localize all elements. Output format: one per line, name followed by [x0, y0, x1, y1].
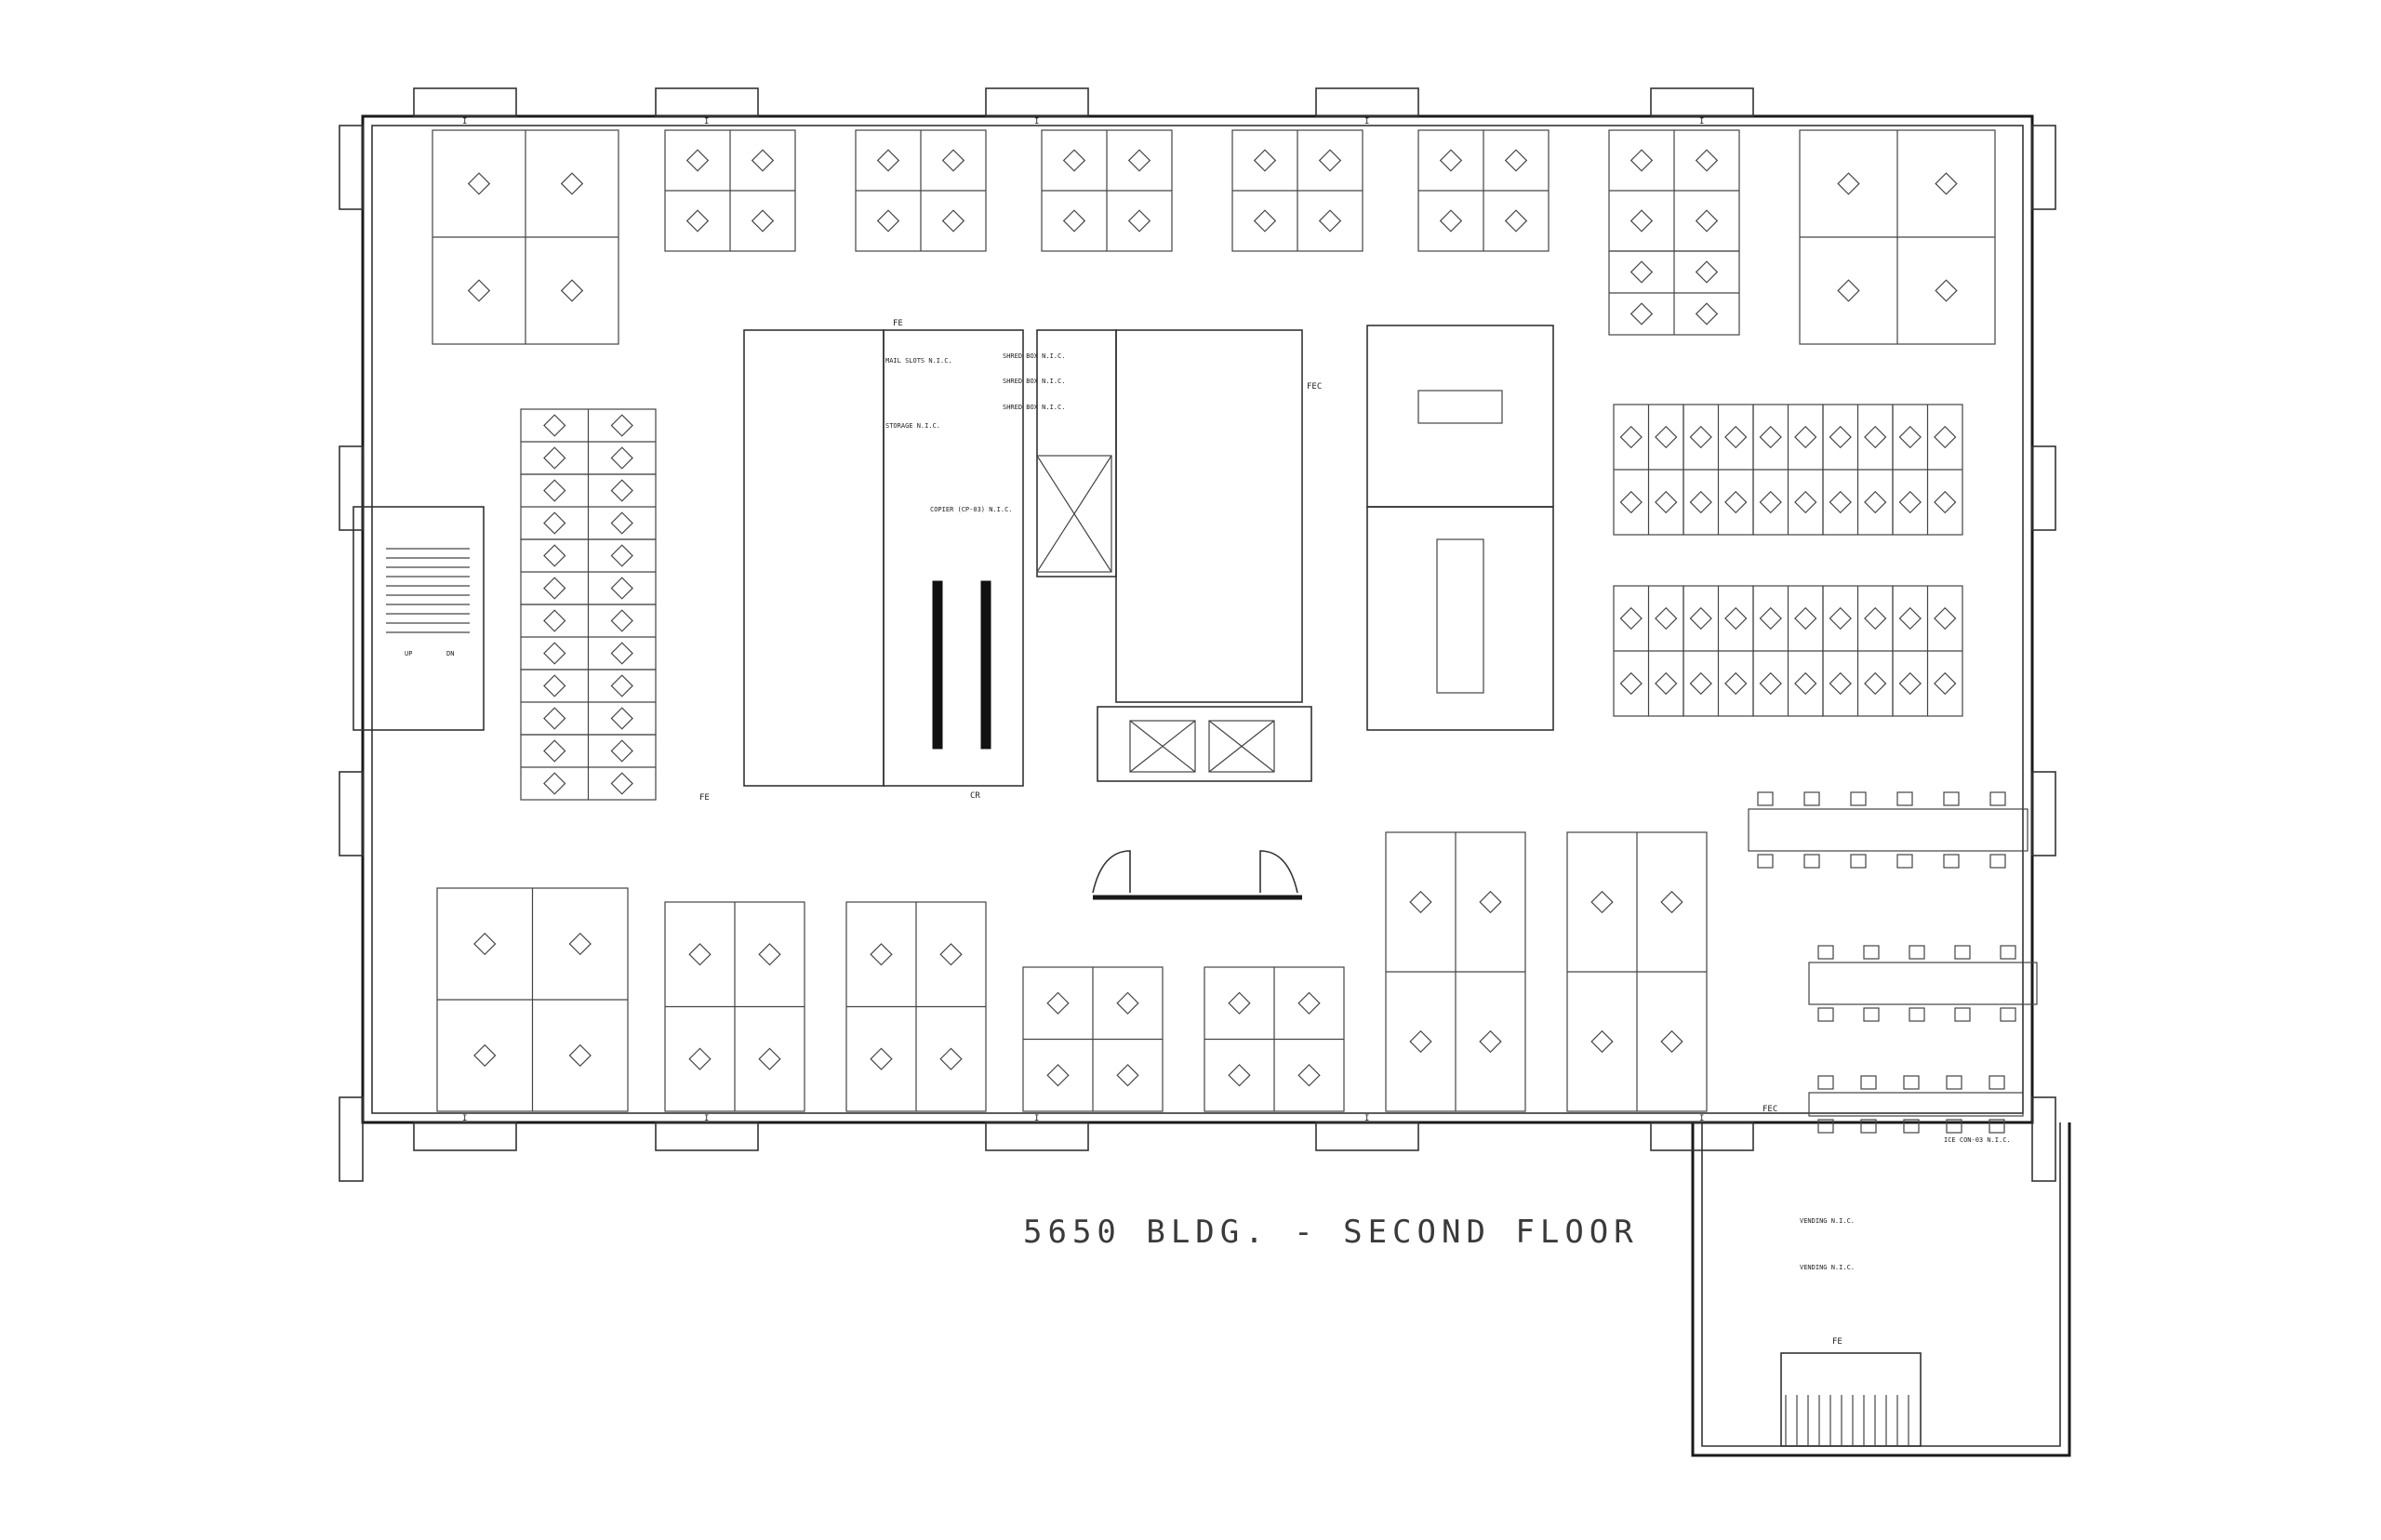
workstation-pod	[1799, 129, 1996, 345]
column-right-3	[2031, 1096, 2056, 1182]
workstation-pod	[855, 129, 987, 252]
svg-text:I: I	[1364, 1114, 1369, 1123]
column-bottom-4: I	[1650, 1114, 1754, 1151]
workstation-pod	[1822, 585, 1894, 717]
workstation-pod	[520, 538, 657, 605]
column-top-0: I	[413, 87, 517, 126]
svg-text:I: I	[1699, 117, 1704, 126]
fec-label-2: FEC	[1762, 1105, 1777, 1114]
workstation-pod	[1683, 585, 1754, 717]
column-bottom-0: I	[413, 1114, 517, 1151]
column-left-3	[339, 1096, 364, 1182]
workstation-pod	[1608, 250, 1740, 336]
column-top-4: I	[1650, 87, 1754, 126]
workstation-pod	[1231, 129, 1363, 252]
workstation-pod	[1385, 831, 1526, 1112]
workstation-pod	[432, 129, 619, 345]
drawing-title: 5650 BLDG. - SECOND FLOOR	[1023, 1214, 1639, 1251]
workstation-pod	[1613, 404, 1684, 536]
cr-label: CR	[970, 791, 980, 801]
workstation-pod	[1892, 404, 1963, 536]
column-left-2	[339, 771, 364, 856]
column-bottom-1: I	[655, 1114, 759, 1151]
fe-label-3: FE	[1832, 1337, 1842, 1347]
workstation-pod	[520, 669, 657, 736]
shred-box-label-2: SHRED BOX N.I.C.	[1003, 378, 1065, 385]
ice-label: ICE CON-03 N.I.C.	[1944, 1136, 2011, 1144]
workstation-pod	[520, 408, 657, 475]
workstation-pod	[1822, 404, 1894, 536]
workstation-pod	[1613, 585, 1684, 717]
workstation-pod	[520, 734, 657, 801]
workstation-pod	[1892, 585, 1963, 717]
storage-label: STORAGE N.I.C.	[885, 422, 940, 430]
workstation-pod	[1041, 129, 1173, 252]
column-left-0	[339, 125, 364, 210]
column-bottom-3: I	[1315, 1114, 1419, 1151]
svg-text:I: I	[462, 117, 467, 126]
plan-labels: FE FE FE FEC FEC CR MAIL SLOTS N.I.C. ST…	[405, 319, 2011, 1347]
fe-label-2: FE	[699, 793, 710, 803]
column-top-2: I	[985, 87, 1089, 126]
workstation-pod	[1608, 129, 1740, 252]
svg-text:I: I	[1034, 1114, 1039, 1123]
svg-text:I: I	[704, 117, 709, 126]
svg-text:I: I	[1034, 117, 1039, 126]
workstation-pod	[664, 129, 796, 252]
svg-text:I: I	[462, 1114, 467, 1123]
svg-text:I: I	[1699, 1114, 1704, 1123]
svg-text:I: I	[704, 1114, 709, 1123]
column-top-1: I	[655, 87, 759, 126]
workstation-pod	[1752, 585, 1824, 717]
bench-table	[1808, 945, 2038, 1022]
exterior-walls	[361, 114, 2071, 1457]
vending-label-2: VENDING N.I.C.	[1800, 1264, 1855, 1271]
mail-slots-label: MAIL SLOTS N.I.C.	[885, 357, 952, 365]
stair-up-label: UP	[405, 650, 412, 657]
annex-stair	[1780, 1352, 1922, 1447]
bench-table	[1808, 1075, 2024, 1134]
shred-box-label-3: SHRED BOX N.I.C.	[1003, 404, 1065, 411]
stair-dn-label: DN	[446, 650, 454, 657]
column-right-0	[2031, 125, 2056, 210]
workstation-clusters	[386, 129, 2038, 1447]
column-bottom-2: I	[985, 1114, 1089, 1151]
shred-box-label-1: SHRED BOX N.I.C.	[1003, 352, 1065, 360]
workstation-pod	[1752, 404, 1824, 536]
column-left-1	[339, 445, 364, 531]
workstation-pod	[1566, 831, 1708, 1112]
workstation-pod	[664, 901, 805, 1112]
workstation-pod	[1204, 966, 1345, 1112]
vending-label-1: VENDING N.I.C.	[1800, 1217, 1855, 1225]
copier-label: COPIER (CP-03) N.I.C.	[930, 506, 1013, 513]
workstation-pod	[1022, 966, 1164, 1112]
workstation-pod	[1417, 129, 1550, 252]
workstation-pod	[845, 901, 987, 1112]
building-core	[352, 325, 1554, 900]
column-right-2	[2031, 771, 2056, 856]
structural-columns: I I I I I I I I I I	[339, 87, 2056, 1182]
workstation-pod	[520, 473, 657, 540]
fe-label-1: FE	[893, 319, 903, 328]
column-top-3: I	[1315, 87, 1419, 126]
bench-table	[1748, 791, 2029, 869]
fec-label-1: FEC	[1307, 382, 1322, 392]
column-right-1	[2031, 445, 2056, 531]
workstation-pod	[1683, 404, 1754, 536]
svg-text:I: I	[1364, 117, 1369, 126]
workstation-pod	[520, 604, 657, 670]
workstation-pod	[436, 887, 629, 1112]
main-stair	[386, 548, 470, 633]
